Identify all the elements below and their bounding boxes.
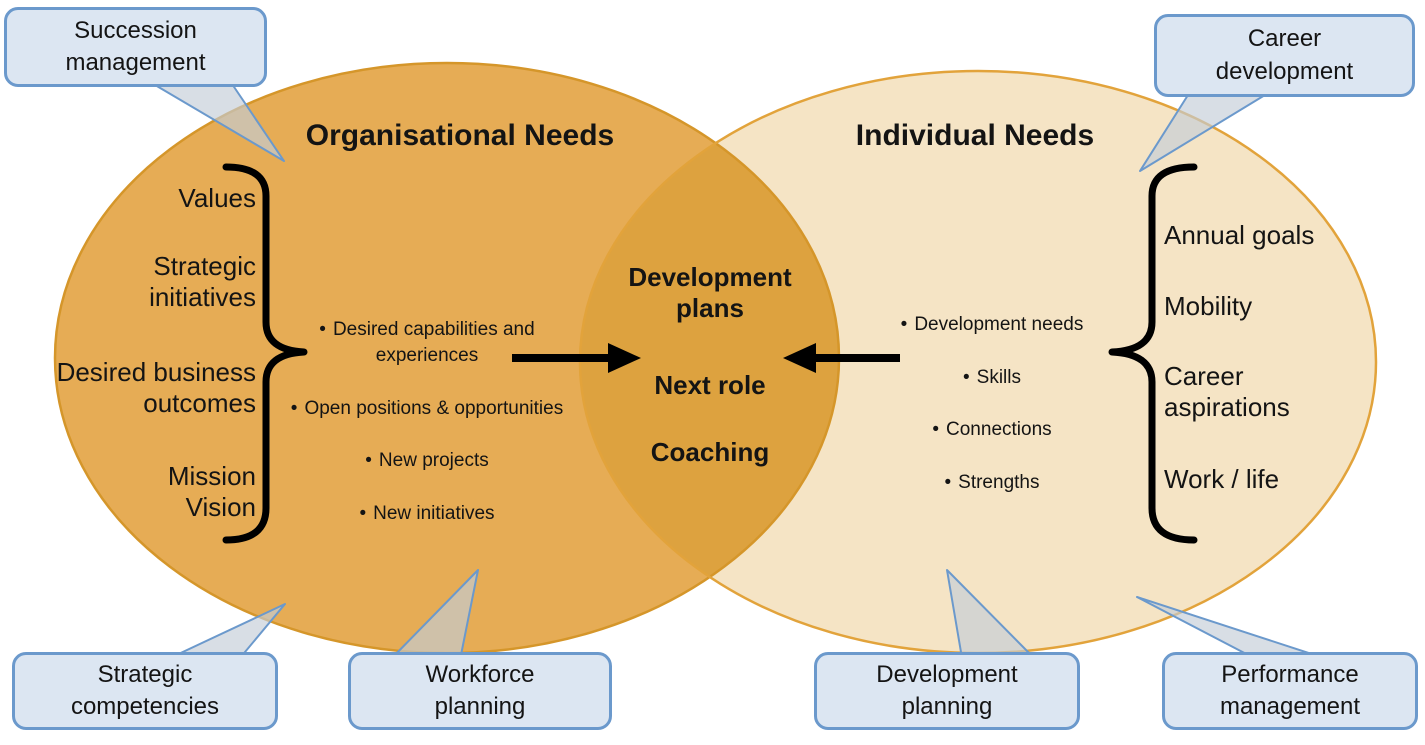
ind-bullet-text: Connections [946, 419, 1052, 441]
ind-bullet-list: •Development needs •Skills •Connections … [872, 286, 1112, 522]
org-bullet-text: New initiatives [373, 502, 495, 524]
ind-bullet-text: Development needs [914, 314, 1084, 336]
left-brace [222, 163, 308, 544]
organisational-needs-title: Organisational Needs [305, 119, 615, 152]
bullet-icon: • [944, 471, 952, 493]
list-item: • Strengths [872, 470, 1112, 496]
strategic-callout-pointer [169, 603, 286, 659]
ind-brace-item-mobility: Mobility [1164, 291, 1253, 321]
org-bullet-text: Desired capabilities and experiences [332, 319, 535, 367]
callout-performance-management: Performance management [1162, 652, 1418, 730]
overlap-item-development-plans: Development plans [628, 262, 792, 323]
right-arrow-head-icon [783, 343, 816, 373]
overlap-lens [580, 71, 839, 653]
list-item: • Open positions & opportunities [282, 396, 572, 422]
list-item: • New initiatives [282, 501, 572, 527]
list-item: • New projects [282, 448, 572, 474]
bullet-icon: • [365, 450, 372, 472]
overlap-item-coaching: Coaching [650, 437, 770, 467]
callout-development-planning: Development planning [814, 652, 1080, 730]
org-brace-item-values: Values [178, 183, 256, 213]
org-bullet-list: • Desired capabilities and experiences • O… [282, 291, 572, 553]
org-brace-item-mission-vision: Mission Vision [167, 461, 256, 523]
ind-bullet-text: Skills [976, 366, 1021, 388]
org-brace-item-desired-business-outcomes: Desired business outcomes [56, 357, 256, 419]
callout-workforce-planning: Workforce planning [348, 652, 612, 730]
bullet-icon: • [359, 502, 367, 524]
list-item: • Desired capabilities and experiences [282, 317, 572, 369]
ind-brace-item-work-life: Work / life [1164, 464, 1280, 494]
performance-callout-pointer [1136, 596, 1325, 659]
bullet-icon: • [319, 319, 326, 341]
ind-brace-item-career-aspirations: Career aspirations [1164, 361, 1290, 423]
list-item: • Development needs [872, 312, 1112, 338]
callout-career-development: Career development [1154, 14, 1415, 97]
bullet-icon: • [900, 314, 908, 336]
bullet-icon: • [932, 419, 940, 441]
org-bullet-text: New projects [378, 450, 489, 472]
org-bullet-text: Open positions & opportunities [304, 397, 564, 419]
left-arrow-head-icon [608, 343, 641, 373]
bullet-icon: • [290, 397, 298, 419]
ind-brace-item-annual-goals: Annual goals [1164, 220, 1315, 250]
org-brace-item-strategic-initiatives: Strategic initiatives [149, 251, 256, 313]
overlap-item-next-role: Next role [654, 370, 766, 400]
right-brace [1108, 163, 1198, 544]
list-item: • Skills [872, 365, 1112, 391]
bullet-icon: • [963, 366, 970, 388]
callout-succession-management: Succession management [4, 7, 267, 87]
list-item: • Connections [872, 417, 1112, 443]
callout-strategic-competencies: Strategic competencies [12, 652, 278, 730]
individual-needs-title: Individual Needs [855, 119, 1095, 152]
ind-bullet-text: Strengths [958, 471, 1040, 493]
